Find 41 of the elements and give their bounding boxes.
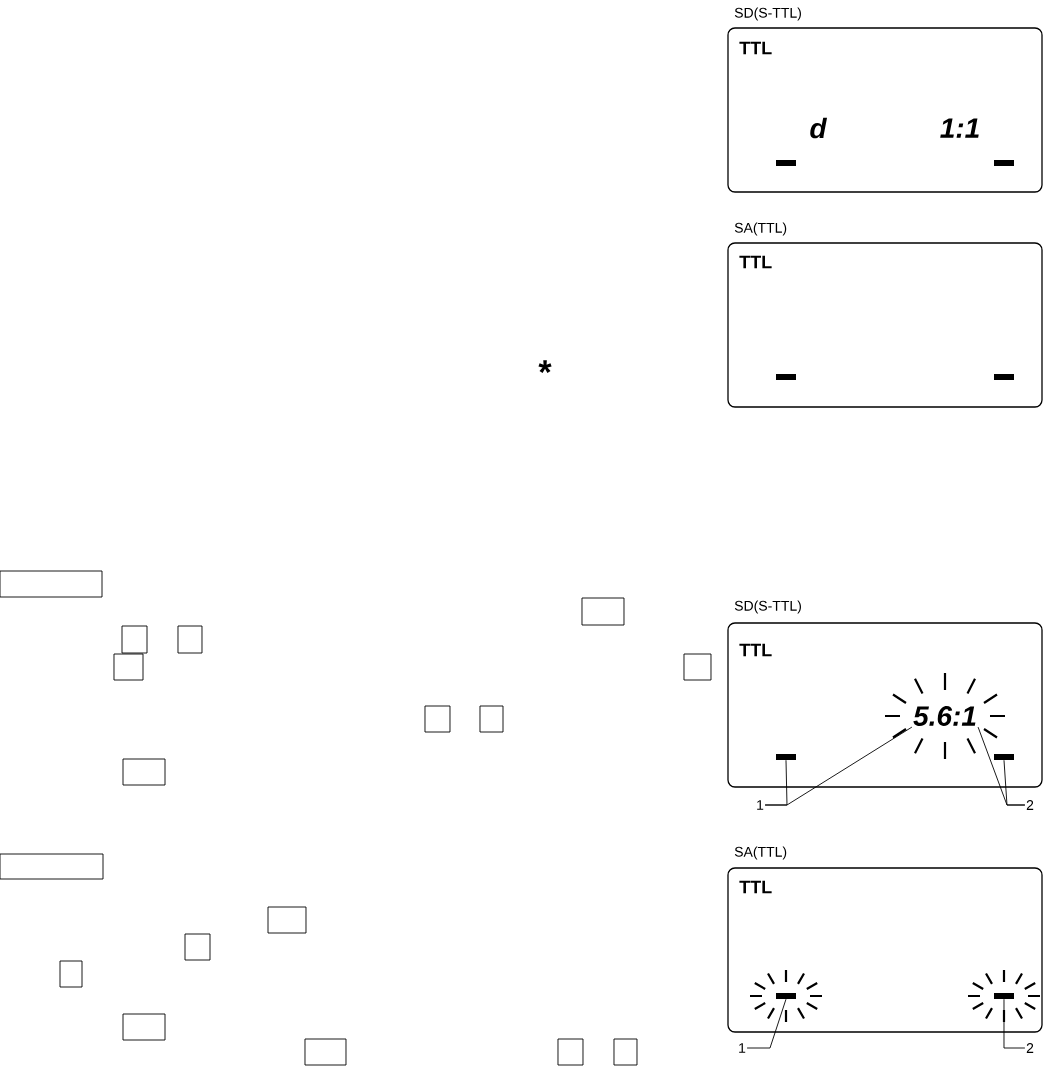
key-box xyxy=(557,1038,584,1066)
footnote-mark: * xyxy=(538,360,552,373)
key-box xyxy=(424,705,451,733)
segment-bar xyxy=(776,754,796,760)
key-box xyxy=(121,625,148,654)
leader-line xyxy=(1003,759,1026,806)
panel-heading: SA(TTL) xyxy=(734,222,787,236)
panel-heading: SA(TTL) xyxy=(734,846,787,860)
key-box xyxy=(683,653,712,681)
key-box xyxy=(113,653,144,681)
segment-bar xyxy=(776,993,796,999)
key-box xyxy=(304,1038,347,1066)
mode-indicator: TTL xyxy=(739,880,772,894)
callout-number: 1 xyxy=(757,800,764,810)
panel-heading: SD(S-TTL) xyxy=(734,7,801,21)
callout-number: 2 xyxy=(1026,800,1034,810)
leader-line xyxy=(764,726,913,806)
key-box xyxy=(122,758,166,786)
callout-number: 1 xyxy=(739,1043,746,1053)
segment-digits: 1:1 xyxy=(940,118,979,138)
leader-line xyxy=(1003,998,1026,1049)
mode-indicator: TTL xyxy=(739,255,772,269)
key-box xyxy=(122,1013,166,1041)
key-box xyxy=(479,705,504,733)
key-box xyxy=(59,960,83,988)
leader-line xyxy=(746,998,787,1049)
segment-bar xyxy=(994,993,1014,999)
key-box xyxy=(267,906,307,934)
segment-digits: 5.6:1 xyxy=(913,706,976,726)
mode-indicator: TTL xyxy=(739,643,772,657)
key-box xyxy=(177,625,203,654)
panel-heading: SD(S-TTL) xyxy=(734,600,801,614)
segment-digits: d xyxy=(810,117,828,139)
key-box xyxy=(184,933,211,961)
key-box xyxy=(0,570,103,598)
key-box xyxy=(0,853,104,880)
key-box xyxy=(613,1038,638,1066)
callout-number: 2 xyxy=(1026,1043,1034,1053)
mode-indicator: TTL xyxy=(739,41,772,55)
key-box xyxy=(581,597,625,626)
segment-bar xyxy=(994,754,1014,760)
